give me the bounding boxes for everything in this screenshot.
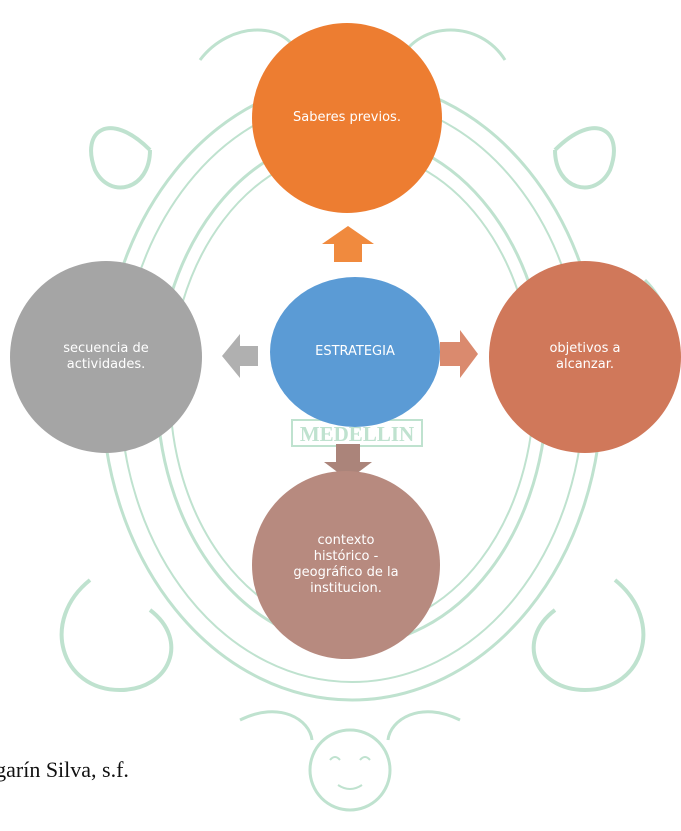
node-contexto-label: contexto histórico - geográfico de la in…: [293, 533, 399, 596]
arrow-right: [440, 330, 478, 378]
node-saberes-previos-label: Saberes previos.: [293, 110, 401, 125]
arrow-left-shape: [222, 334, 258, 378]
arrow-left: [222, 334, 258, 378]
citation-caption: ulgarín Silva, s.f.: [0, 757, 129, 782]
node-objetivos: objetivos a alcanzar.: [489, 261, 681, 453]
node-secuencia-label: secuencia de actividades.: [63, 341, 149, 372]
node-center-estrategia: ESTRATEGIA: [270, 277, 440, 427]
node-contexto: contexto histórico - geográfico de la in…: [252, 471, 440, 659]
node-saberes-previos: Saberes previos.: [252, 23, 442, 213]
arrow-right-shape: [440, 330, 478, 378]
node-secuencia: secuencia de actividades.: [10, 261, 202, 453]
arrow-up-shape: [322, 226, 374, 262]
node-center-label: ESTRATEGIA: [315, 344, 395, 359]
node-objetivos-label: objetivos a alcanzar.: [549, 341, 621, 372]
arrow-up: [322, 226, 374, 262]
